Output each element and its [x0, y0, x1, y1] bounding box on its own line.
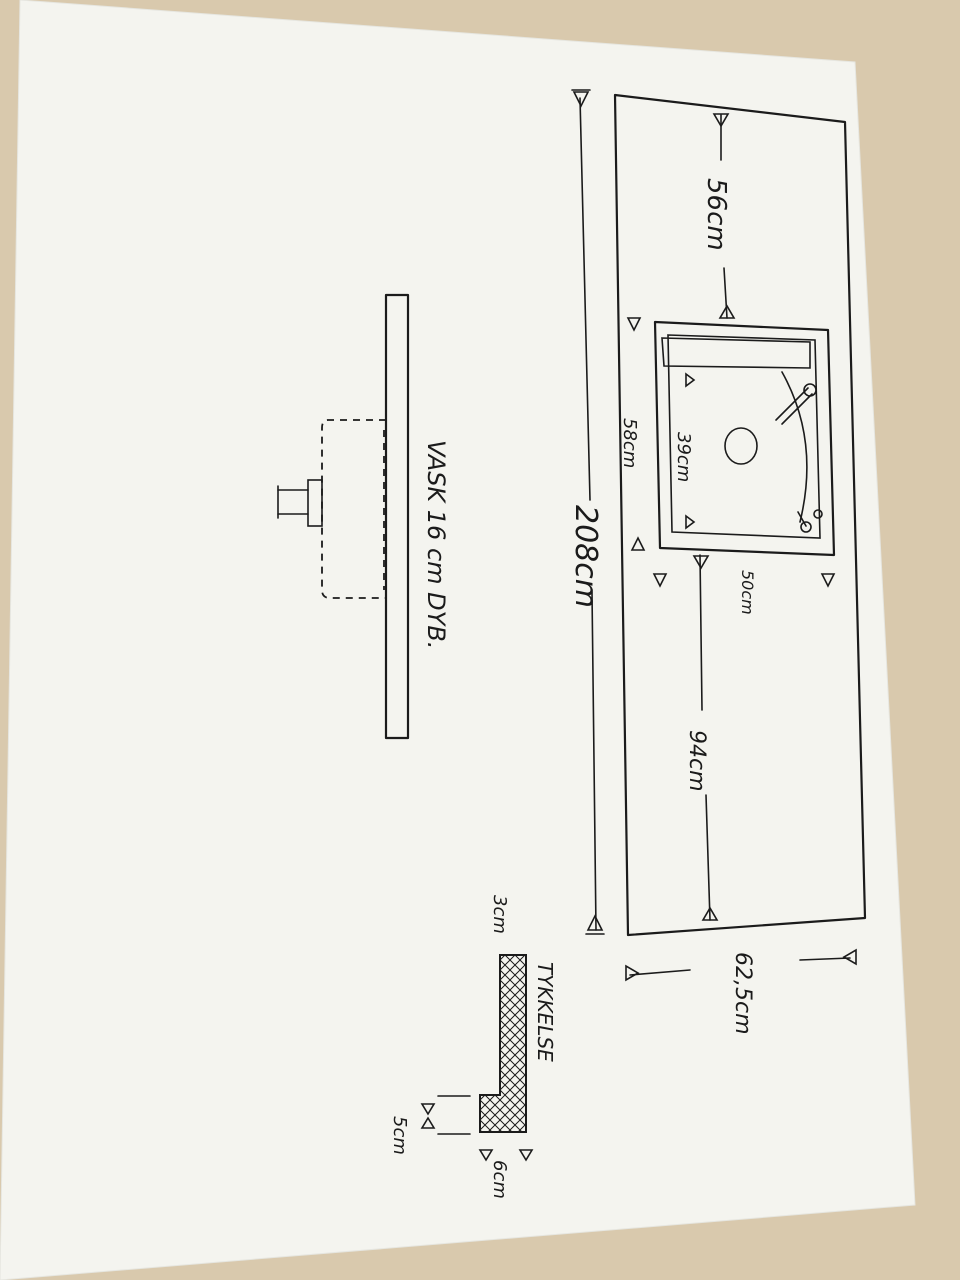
depth-label: 62,5cm [730, 952, 755, 1035]
cutout-width-label: 58cm [619, 418, 640, 468]
drain-icon [724, 427, 758, 465]
overall-length-dimension [571, 89, 605, 935]
sink-bowl-curve [781, 371, 808, 523]
inner-marker-icons [685, 372, 696, 530]
thickness-profile [479, 954, 527, 1133]
section-countertop [384, 293, 410, 740]
thickness-edge-markers [420, 1095, 534, 1162]
sink-depth-note: VASK 16 cm DYB. [422, 440, 450, 649]
section-drain-pipe [277, 479, 323, 527]
right-offset-dimension [692, 554, 719, 921]
thickness-title: TYKKELSE [533, 962, 557, 1062]
cutout-width-markers [626, 317, 646, 551]
left-offset-dimension [712, 113, 736, 319]
faucet-icon [775, 383, 817, 425]
cutout-depth-label: 50cm [738, 570, 757, 615]
countertop-outline [613, 93, 867, 937]
paper-sheet [0, 0, 916, 1280]
thickness-top-label: 3cm [489, 895, 510, 934]
drain-slot [661, 337, 811, 369]
thickness-edge-label: 6cm [489, 1160, 510, 1199]
cutout-depth-markers [652, 573, 836, 588]
sink-inner-frame [667, 334, 821, 539]
overall-length-label: 208cm [568, 505, 603, 608]
bowl-width-label: 39cm [673, 432, 694, 482]
section-sink-bowl [321, 419, 386, 599]
thickness-gap-label: 5cm [389, 1116, 410, 1155]
right-offset-label: 94cm [684, 730, 709, 792]
depth-dimension [625, 948, 857, 982]
tap-icon [797, 509, 823, 533]
left-offset-label: 56cm [701, 178, 731, 251]
sink-cutout [653, 320, 836, 557]
